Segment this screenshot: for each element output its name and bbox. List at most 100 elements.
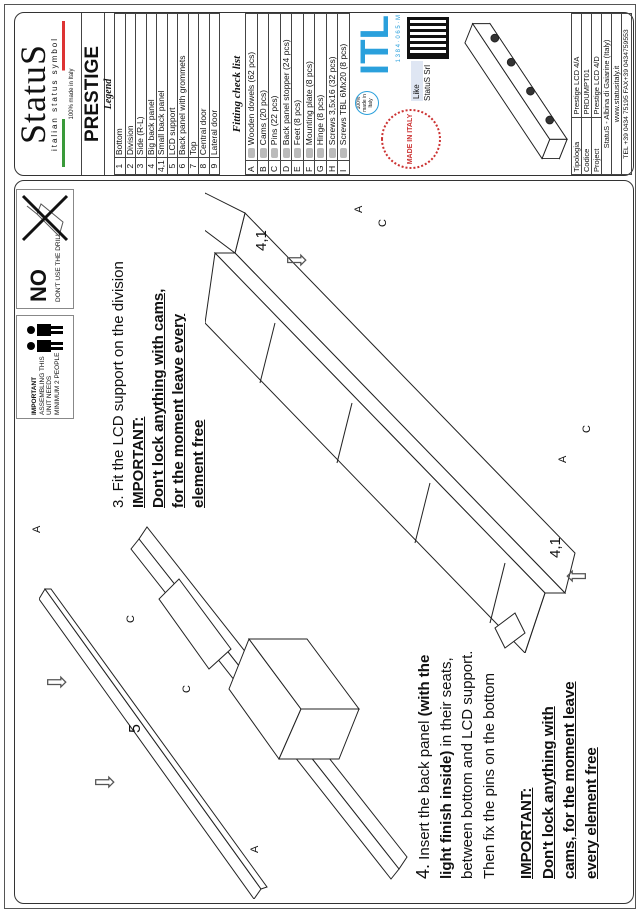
crossed-drill-icon bbox=[19, 192, 71, 244]
item-code: E bbox=[291, 160, 303, 175]
fitting-row: G Hinge (8 pcs) bbox=[314, 13, 326, 175]
project-value: Prestige LCD 4/D bbox=[591, 13, 602, 118]
item-label: LCD support bbox=[166, 107, 177, 156]
main-panel: IMPORTANT ASSEMBLING THIS UNIT NEEDS MIN… bbox=[14, 180, 634, 904]
item-code: B bbox=[257, 160, 269, 175]
facebook-like: Like StatuS Srl bbox=[411, 61, 433, 101]
itl-badge: 100% made in Italy bbox=[355, 91, 379, 115]
item-cell: Central door bbox=[198, 13, 209, 158]
project-label: Project bbox=[591, 117, 602, 175]
item-code: 6 bbox=[177, 157, 188, 175]
item-label: Screws TBL 6Mx20 (8 pcs) bbox=[338, 43, 348, 146]
website-link[interactable]: www.statusitaly.it bbox=[611, 13, 622, 175]
tipologia-value: Prestige LCD 4/A bbox=[571, 13, 582, 118]
item-label: Hinge (8 pcs) bbox=[315, 94, 325, 146]
arrow-icon: ⇩ bbox=[42, 671, 72, 693]
item-label: Small back panel bbox=[156, 90, 166, 156]
item-label: Side (R-L) bbox=[135, 116, 145, 156]
brand-logo: StatuS italian status symbol 100% made i… bbox=[13, 13, 81, 175]
item-cell: Top bbox=[187, 13, 199, 158]
item-cell: Screws 3,5x16 (32 pcs) bbox=[326, 13, 338, 161]
people-line: IMPORTANT bbox=[31, 376, 38, 415]
company: StatuS - Albina di Gaiarine (Italy) bbox=[601, 13, 612, 175]
item-code: H bbox=[326, 160, 338, 175]
arrow-icon: ⇧ bbox=[562, 565, 592, 587]
important-label: IMPORTANT: bbox=[130, 416, 147, 508]
label-c: C bbox=[377, 219, 389, 227]
like-company: StatuS Srl bbox=[423, 64, 432, 101]
people-line: UNIT NEEDS bbox=[46, 375, 53, 415]
item-cell: Hinge (8 pcs) bbox=[314, 13, 326, 161]
step-number: 3. bbox=[110, 495, 127, 508]
codice-label: Codice bbox=[581, 117, 592, 175]
item-label: Division bbox=[124, 125, 135, 156]
item-cell: Lateral door bbox=[209, 13, 220, 158]
item-code: 2 bbox=[125, 157, 136, 175]
step-number: 4. bbox=[413, 863, 433, 879]
fitting-icon bbox=[340, 148, 348, 159]
item-code: C bbox=[268, 160, 280, 175]
arrow-icon: ⇩ bbox=[282, 249, 312, 271]
product-preview bbox=[464, 22, 568, 160]
made-in-italy: 100% made in Italy bbox=[69, 68, 75, 120]
fitting-icon bbox=[259, 148, 267, 159]
label-4-1-bottom: 4,1 bbox=[547, 537, 564, 558]
item-label: Big back panel bbox=[145, 99, 156, 156]
item-code: G bbox=[314, 160, 326, 175]
item-cell: Back panel stopper (24 pcs) bbox=[280, 13, 292, 161]
arrow-icon: ⇩ bbox=[90, 771, 120, 793]
fitting-row: E Feet (8 pcs) bbox=[291, 13, 303, 175]
label-4-1-top: 4,1 bbox=[253, 230, 270, 251]
step-3-cabinet-diagram bbox=[205, 192, 576, 653]
step-text: Fit the LCD support on the division bbox=[110, 261, 127, 492]
item-code: 4,1 bbox=[156, 157, 167, 175]
item-cell: Side (R-L) bbox=[135, 13, 146, 158]
item-code: A bbox=[245, 160, 257, 175]
item-label: Top bbox=[187, 141, 198, 156]
italian-flag-bar bbox=[62, 21, 65, 167]
item-cell: Division bbox=[124, 13, 136, 158]
item-cell: Pins (22 pcs) bbox=[268, 13, 280, 161]
item-code: F bbox=[303, 160, 315, 175]
item-label: Feet (8 pcs) bbox=[292, 99, 302, 146]
item-code: 5 bbox=[167, 157, 178, 175]
item-label: Back panel with grommets bbox=[177, 55, 187, 156]
label-a: A bbox=[249, 845, 261, 853]
brand-tagline: italian status symbol bbox=[50, 36, 59, 152]
item-cell: Feet (8 pcs) bbox=[291, 13, 303, 161]
step-text: Insert the back panel bbox=[416, 716, 433, 860]
item-code: 7 bbox=[188, 157, 199, 175]
step-text-bold: (with the bbox=[416, 654, 433, 717]
item-code: I bbox=[337, 160, 349, 175]
like-button[interactable]: Like bbox=[411, 61, 423, 101]
fitting-icon bbox=[317, 148, 325, 159]
item-cell: Bottom bbox=[114, 13, 125, 158]
title-block: StatuS italian status symbol 100% made i… bbox=[13, 12, 634, 176]
people-line: MINIMUM 2 PEOPLE bbox=[53, 352, 61, 415]
contact: TEL +39 0434 75195 FAX+39 0434759553 bbox=[621, 13, 632, 175]
item-cell: Cams (20 pcs) bbox=[257, 13, 269, 161]
step-4-panels-diagram bbox=[39, 526, 408, 899]
fitting-icon bbox=[248, 148, 256, 159]
label-c: C bbox=[581, 425, 593, 433]
fitting-icon bbox=[294, 148, 302, 159]
tipologia-label: Tipologia bbox=[571, 117, 582, 175]
step-text-bold: light finish inside) bbox=[437, 750, 455, 879]
warning-line: Don't lock anything with cams, bbox=[150, 288, 167, 508]
step-text: in their seats, bbox=[437, 657, 455, 751]
made-in-italy-seal: MADE IN ITALY bbox=[381, 109, 441, 169]
fitting-icon bbox=[305, 148, 313, 159]
label-a: A bbox=[31, 525, 43, 533]
item-cell: Small back panel bbox=[156, 13, 167, 158]
